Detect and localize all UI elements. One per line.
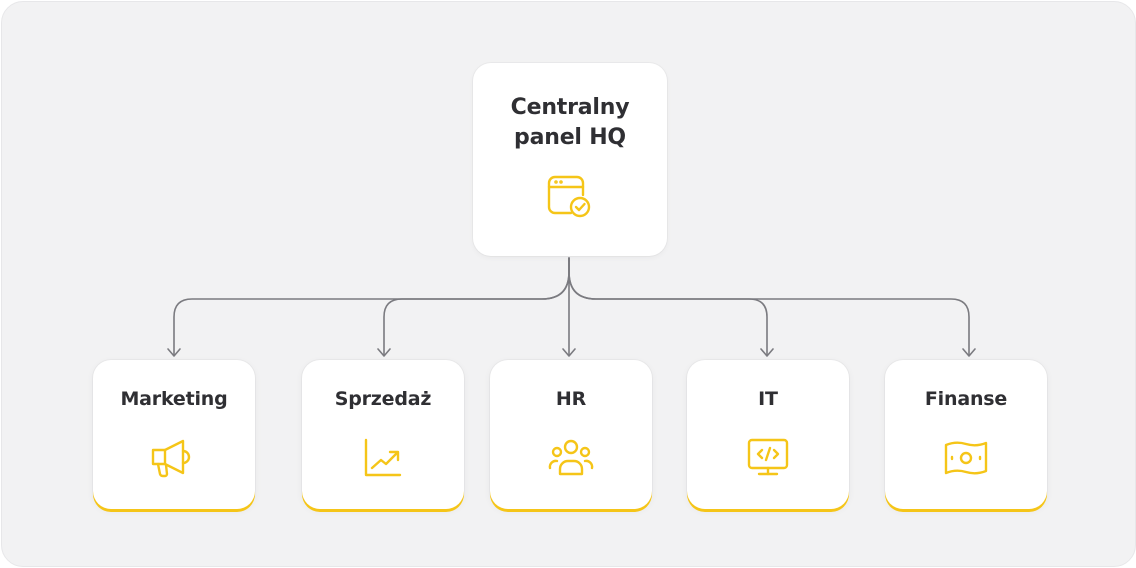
node-title-hr: HR [555, 388, 587, 410]
root-node-title: Centralny panel HQ [510, 95, 630, 150]
node-title-finanse: Finanse [924, 388, 1008, 410]
node-card-hr: HR [490, 360, 652, 509]
code-monitor-icon [745, 436, 791, 480]
node-card-finanse: Finanse [885, 360, 1047, 509]
node-card-marketing: Marketing [93, 360, 255, 509]
connector-it [568, 257, 768, 356]
node-title-marketing: Marketing [120, 388, 228, 410]
node-title-sprzedaz: Sprzedaż [334, 388, 432, 410]
root-node-card: Centralny panel HQ [473, 63, 667, 256]
node-title-it: IT [758, 388, 778, 410]
browser-window-check-icon [545, 173, 595, 221]
arrowhead-hr [562, 348, 576, 357]
connector-marketing [173, 257, 570, 356]
growth-chart-icon [361, 436, 405, 480]
banknote-icon [941, 436, 991, 480]
node-card-it: IT [687, 360, 849, 509]
arrowhead-marketing [167, 348, 181, 357]
arrowhead-finanse [962, 348, 976, 357]
arrowhead-it [760, 348, 774, 357]
node-card-sprzedaz: Sprzedaż [302, 360, 464, 509]
megaphone-icon [149, 436, 199, 480]
connector-finanse [568, 257, 970, 356]
users-group-icon [546, 436, 596, 480]
connector-sprzedaz [383, 257, 570, 356]
arrowhead-sprzedaz [377, 348, 391, 357]
